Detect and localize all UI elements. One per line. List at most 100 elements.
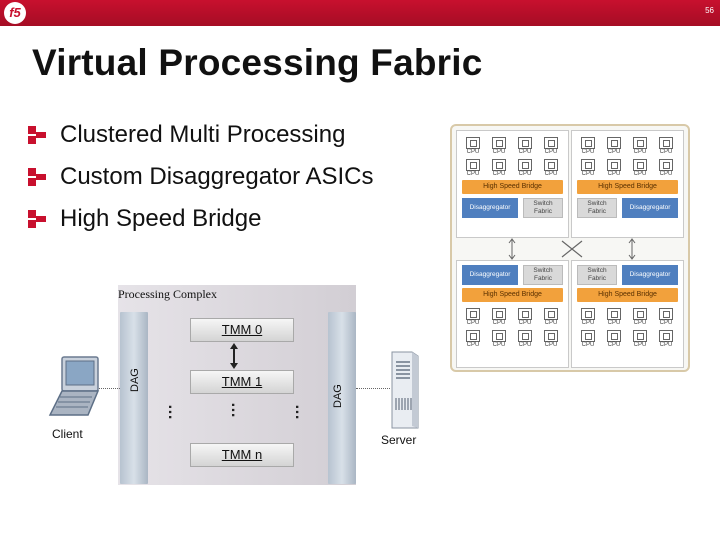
cpu-label: CPU (581, 342, 595, 348)
header-bar: f5 56 (0, 0, 720, 26)
disaggregator-chip: Disaggregator (462, 198, 518, 218)
cpu-chip-icon: CPU (463, 328, 483, 348)
cpu-label: CPU (633, 171, 647, 177)
cpu-chip-icon: CPU (515, 157, 535, 177)
connection-dag-server (356, 388, 390, 389)
tmm-link-arrow (230, 343, 238, 369)
switch-fabric-chip: Switch Fabric (523, 198, 563, 218)
cpu-chip-body (544, 159, 558, 171)
cpu-chip-body (659, 159, 673, 171)
cpu-chip-icon: CPU (604, 157, 624, 177)
cpu-chip-body (518, 308, 532, 320)
chip-row: Disaggregator Switch Fabric (462, 198, 563, 218)
cpu-chip-body (466, 308, 480, 320)
cpu-chip-icon: CPU (515, 328, 535, 348)
cpu-chip-icon: CPU (630, 328, 650, 348)
cpu-label: CPU (466, 320, 480, 326)
cpu-label: CPU (659, 171, 673, 177)
bullet-item: High Speed Bridge (28, 202, 373, 244)
cpu-chip-body (518, 159, 532, 171)
cpu-chip-body (633, 308, 647, 320)
cpu-chip-icon: CPU (656, 157, 676, 177)
cpu-label: CPU (633, 342, 647, 348)
cpu-label: CPU (518, 320, 532, 326)
processing-complex-title: Processing Complex (118, 287, 217, 301)
connection-client-dag (95, 388, 120, 389)
bullet-text: Clustered Multi Processing (60, 121, 346, 148)
cpu-chip-body (659, 137, 673, 149)
cpu-chip-icon: CPU (578, 306, 598, 326)
bullet-icon (28, 126, 46, 144)
cpu-chip-icon: CPU (604, 306, 624, 326)
cpu-chip-body (466, 330, 480, 342)
disaggregator-chip: Disaggregator (622, 198, 678, 218)
cpu-label: CPU (581, 171, 595, 177)
interconnect-arrows (508, 238, 636, 260)
cpu-label: CPU (544, 171, 558, 177)
cpu-label: CPU (633, 149, 647, 155)
cpu-chip-icon: CPU (489, 157, 509, 177)
cpu-chip-icon: CPU (515, 135, 535, 155)
cpu-chip-icon: CPU (463, 135, 483, 155)
cpu-chip-body (633, 137, 647, 149)
cpu-chip-icon: CPU (515, 306, 535, 326)
cpu-chip-body (581, 137, 595, 149)
ellipsis-left: … (165, 404, 182, 417)
tmm-0-box: TMM 0 (190, 318, 294, 342)
cpu-chip-icon: CPU (656, 328, 676, 348)
cpu-chip-body (466, 137, 480, 149)
cpu-label: CPU (659, 342, 673, 348)
architecture-diagram: CPU CPU CPU CPU CPU CPU CPU CPU High Speed Brid… (450, 124, 690, 372)
cpu-chip-icon: CPU (578, 157, 598, 177)
cpu-chip-body (544, 137, 558, 149)
cpu-chip-body (633, 159, 647, 171)
cpu-label: CPU (492, 342, 506, 348)
bullet-text: High Speed Bridge (60, 205, 262, 232)
tmm-n-label: TMM n (221, 447, 263, 462)
cpu-label: CPU (544, 320, 558, 326)
cpu-label: CPU (581, 320, 595, 326)
disaggregator-chip: Disaggregator (622, 265, 678, 285)
cpu-label: CPU (492, 320, 506, 326)
ellipsis-center: … (228, 402, 245, 415)
chip-row: Disaggregator Switch Fabric (462, 265, 563, 285)
dag-label-right: DAG (332, 384, 344, 408)
bullet-item: Custom Disaggregator ASICs (28, 160, 373, 202)
cpu-chip-icon: CPU (630, 157, 650, 177)
high-speed-bridge: High Speed Bridge (462, 288, 563, 302)
cpu-chip-icon: CPU (656, 306, 676, 326)
cpu-chip-icon: CPU (541, 157, 561, 177)
cpu-chip-body (492, 159, 506, 171)
cpu-chip-body (633, 330, 647, 342)
laptop-icon (48, 356, 100, 416)
cpu-label: CPU (633, 320, 647, 326)
cpu-chip-body (659, 330, 673, 342)
server-icon (391, 351, 419, 429)
cpu-label: CPU (466, 149, 480, 155)
bullet-icon (28, 168, 46, 186)
cpu-label: CPU (581, 149, 595, 155)
cpu-chip-icon: CPU (541, 306, 561, 326)
tmm-0-label: TMM 0 (221, 322, 263, 337)
dag-label-left: DAG (129, 368, 141, 392)
cpu-chip-body (581, 330, 595, 342)
cpu-chip-icon: CPU (463, 157, 483, 177)
cpu-label: CPU (544, 342, 558, 348)
cpu-label: CPU (607, 320, 621, 326)
cpu-chip-icon: CPU (541, 135, 561, 155)
tmm-1-box: TMM 1 (190, 370, 294, 394)
cpu-chip-body (466, 159, 480, 171)
page-number: 56 (705, 6, 714, 15)
bullet-list: Clustered Multi Processing Custom Disagg… (28, 118, 373, 244)
f5-logo: f5 (4, 2, 26, 24)
cpu-chip-body (492, 137, 506, 149)
cpu-chip-body (492, 308, 506, 320)
high-speed-bridge: High Speed Bridge (577, 288, 678, 302)
cpu-chip-body (581, 308, 595, 320)
cpu-label: CPU (518, 171, 532, 177)
cpu-chip-body (607, 330, 621, 342)
